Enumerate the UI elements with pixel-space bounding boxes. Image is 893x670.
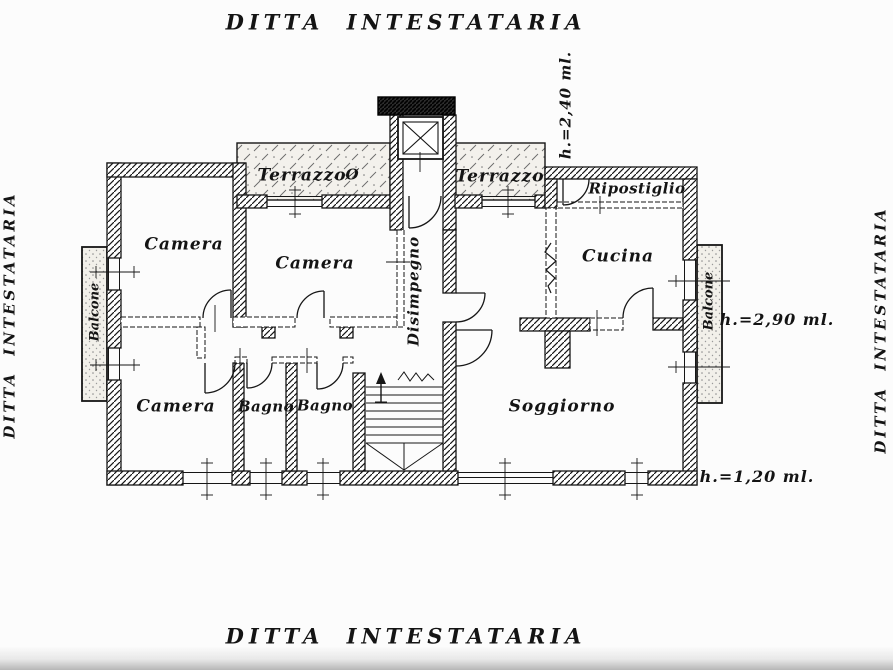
room-label-ripostiglio: Ripostiglio (588, 179, 686, 198)
terrace-left-area (236, 142, 391, 201)
annotation-height-parapet: h.=1,20 ml. (699, 467, 815, 486)
room-label-camera-n: Camera (275, 253, 355, 274)
partitions-layer (120, 201, 684, 364)
terrace-right-area (447, 142, 546, 201)
sheet-title-right: DITTA INTESTATARIA (871, 206, 890, 454)
room-label-camera-nw: Camera (144, 234, 224, 255)
room-label-terrazzo-left: Terrazzo (257, 165, 347, 186)
wall-break-symbol (544, 242, 557, 294)
scan-shadow-edge (0, 646, 893, 670)
room-label-camera-sw: Camera (136, 396, 216, 417)
measure-ticks (90, 186, 730, 500)
windows-layer (108, 196, 696, 484)
sheet-title-left: DITTA INTESTATARIA (0, 191, 19, 439)
walls-layer (106, 114, 698, 486)
balcony-left-area (81, 246, 108, 402)
sheet-title-bottom: DITTA INTESTATARIA (225, 623, 587, 649)
room-label-bagno-1: Bagno (237, 397, 295, 416)
doors-layer (202, 178, 654, 394)
annotation-height-balcony: h.=2,90 ml. (719, 310, 835, 329)
room-label-balcone-left: Balcone (87, 282, 103, 342)
room-label-balcone-right: Balcone (701, 271, 717, 331)
room-label-soggiorno: Soggiorno (508, 396, 616, 417)
room-label-cucina: Cucina (581, 246, 655, 267)
annotation-height-terrace: h.=2,40 ml. (556, 50, 575, 160)
room-label-disimpegno: Disimpegno (404, 235, 423, 347)
staircase (365, 371, 444, 471)
room-label-bagno-2: Bagno (296, 396, 354, 415)
elevator-shaft-icon (377, 96, 456, 172)
balcony-right-area (696, 244, 723, 404)
terrace-drain-symbol: Ø (345, 165, 359, 184)
sheet-title-top: DITTA INTESTATARIA (225, 9, 587, 35)
room-label-terrazzo-right: Terrazzo (455, 166, 545, 187)
